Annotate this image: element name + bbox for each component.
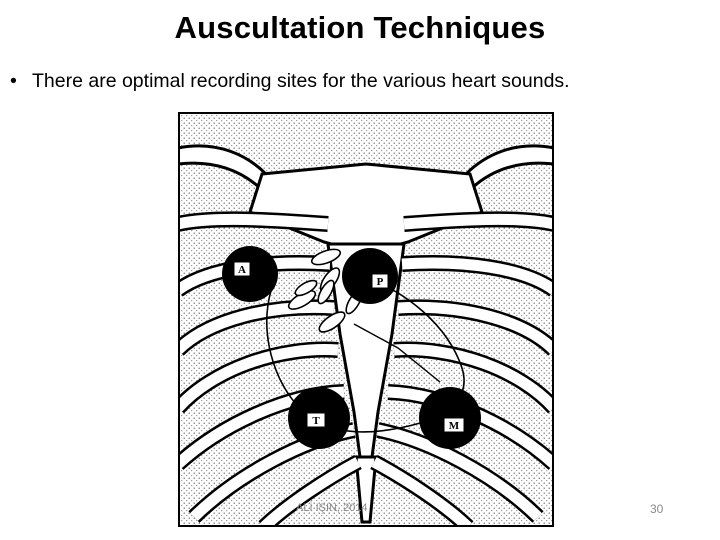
tricuspid-label: T: [312, 415, 320, 427]
page-number: 30: [650, 502, 664, 516]
mitral-label: M: [449, 420, 460, 432]
slide-title: Auscultation Techniques: [174, 10, 546, 45]
heart-valves: [287, 248, 363, 333]
xiphoid-process: [354, 455, 378, 524]
bullet-marker: •: [10, 70, 17, 92]
slide-footer: ALİ IŞIN, 2014: [296, 502, 368, 514]
pulmonic-site: [342, 248, 398, 304]
pulmonic-label: P: [377, 276, 384, 288]
bullet-item: • There are optimal recording sites for t…: [10, 70, 570, 93]
aortic-label: A: [238, 264, 246, 276]
chest-auscultation-figure: A P T M: [178, 112, 554, 527]
heart-outline-inner: [353, 323, 441, 383]
bullet-text: There are optimal recording sites for th…: [32, 70, 570, 92]
rib-cage-illustration: A P T M: [178, 112, 554, 527]
figure-frame: [178, 112, 554, 527]
